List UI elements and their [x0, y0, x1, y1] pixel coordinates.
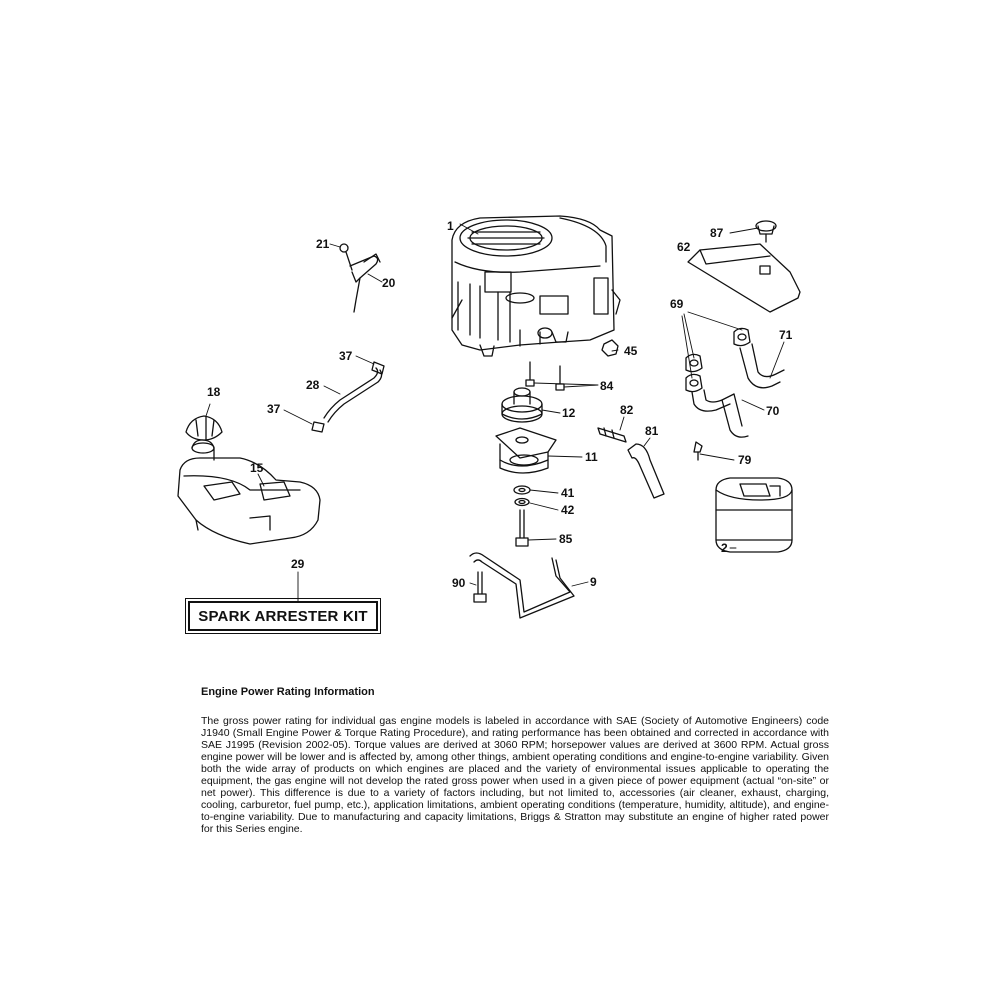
spark-arrester-kit-label: SPARK ARRESTER KIT: [185, 598, 381, 634]
bracket-drawing: [469, 552, 575, 619]
exhaust-gasket-drawing: [685, 327, 751, 393]
washers-drawing: [513, 485, 531, 507]
info-body: The gross power rating for individual ga…: [201, 715, 829, 835]
bolts-drawing: [525, 361, 565, 391]
info-title: Engine Power Rating Information: [201, 686, 375, 698]
engine-power-rating-info: Engine Power Rating Information The gros…: [201, 686, 829, 835]
parts-diagram: 1 21 20 37 28 37 18 15 29 45 84 12 11 41…: [177, 215, 801, 619]
label-bolts: 84: [600, 379, 614, 393]
exhaust-pipe-drawing: [691, 343, 785, 438]
part-labels: 1 21 20 37 28 37 18 15 29 45 84 12 11 41…: [207, 219, 793, 590]
label-fuel-cap: 18: [207, 385, 221, 399]
throttle-control-drawing: [339, 243, 381, 313]
leader-lines: [205, 223, 785, 602]
label-hose-clamp-top: 37: [339, 349, 353, 363]
clutch-bolt-drawing: [515, 509, 529, 547]
label-spark-arrester: 29: [291, 557, 305, 571]
bracket-bolt-drawing: [473, 571, 487, 603]
label-control-screw: 21: [316, 237, 330, 251]
deflector-drawing: [687, 243, 801, 313]
fuel-tank-drawing: [177, 439, 321, 545]
label-fuel-line: 28: [306, 378, 320, 392]
label-oil-drain-hose: 81: [645, 424, 659, 438]
label-deflector: 62: [677, 240, 691, 254]
label-hose-clamp-bottom: 37: [267, 402, 281, 416]
label-exhaust-gasket: 69: [670, 297, 684, 311]
label-deflector-bolt: 87: [710, 226, 724, 240]
label-bolt-muffler: 79: [738, 453, 752, 467]
label-exhaust-pipe-upper: 71: [779, 328, 793, 342]
label-exhaust-pipe-lower: 70: [766, 404, 780, 418]
bolt-muffler-drawing: [693, 441, 703, 461]
label-fuel-tank: 15: [250, 461, 264, 475]
label-fitting: 82: [620, 403, 634, 417]
fuel-cap-drawing: [185, 415, 223, 441]
label-throttle-control: 20: [382, 276, 396, 290]
label-nut: 45: [624, 344, 638, 358]
label-pulley: 12: [562, 406, 576, 420]
nut-drawing: [601, 339, 619, 357]
deflector-bolt-drawing: [755, 220, 777, 243]
label-bracket: 9: [590, 575, 597, 589]
label-pto-clutch: 11: [585, 450, 598, 464]
muffler-drawing: [715, 477, 793, 553]
label-bracket-bolt: 90: [452, 576, 466, 590]
label-flat-washer: 42: [561, 503, 575, 517]
engine-drawing: [451, 215, 621, 357]
fuel-line-drawing: [311, 361, 385, 433]
label-engine: 1: [447, 219, 454, 233]
fitting-drawing: [597, 427, 627, 443]
label-lock-washer: 41: [561, 486, 575, 500]
label-muffler: 2: [721, 541, 728, 555]
pulley-drawing: [501, 387, 543, 423]
oil-drain-hose-drawing: [627, 443, 665, 499]
label-clutch-bolt: 85: [559, 532, 573, 546]
pto-clutch-drawing: [495, 427, 557, 474]
